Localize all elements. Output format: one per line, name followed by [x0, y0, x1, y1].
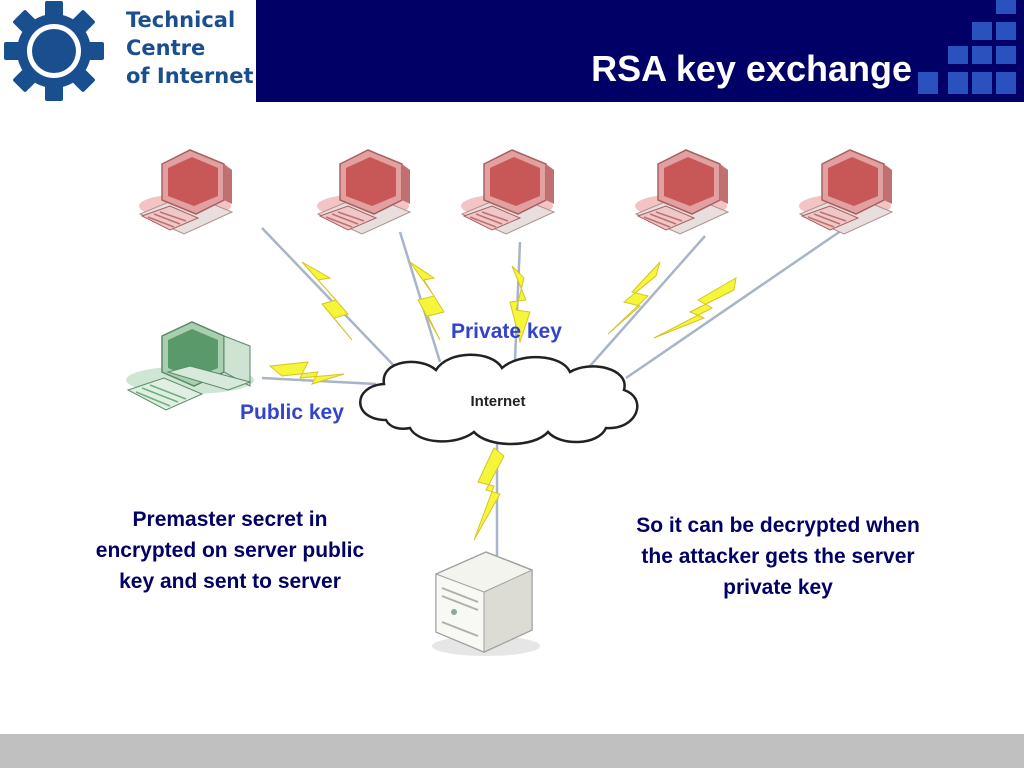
computer-icon [634, 149, 729, 235]
computer-icon [798, 149, 893, 235]
left-caption-line-1: Premaster secret in [132, 508, 328, 531]
left-caption: Premaster secret in encrypted on server … [52, 504, 408, 597]
lightning-bolt-icon [473, 447, 505, 541]
cloud-label: Internet [470, 393, 525, 410]
right-caption-line-3: private key [723, 576, 833, 599]
computer-icon [316, 149, 411, 235]
logo-text: Technical Centre of Internet [126, 6, 254, 90]
logo-line-3: of Internet [126, 64, 254, 88]
left-caption-line-2: encrypted on server public [95, 539, 365, 562]
footer-bar [0, 734, 1024, 768]
lightning-bolts [268, 261, 737, 541]
computer-icon [126, 321, 254, 411]
right-caption-line-2: the attacker gets the server [641, 545, 915, 568]
logo: Technical Centre of Internet [0, 0, 256, 102]
decorative-squares-icon [918, 0, 1016, 94]
left-caption-line-3: key and sent to server [119, 570, 341, 593]
server-icon [432, 551, 540, 656]
slide-title: RSA key exchange [591, 48, 912, 89]
computer-icon [460, 149, 555, 235]
logo-line-1: Technical [126, 8, 236, 32]
lightning-bolt-icon [301, 261, 353, 341]
client-computers [138, 149, 893, 235]
lightning-bolt-icon [607, 261, 661, 335]
lightning-bolt-icon [268, 361, 345, 385]
right-caption-line-1: So it can be decrypted when [636, 514, 920, 537]
gear-icon [4, 1, 104, 101]
header-bar: Technical Centre of Internet RSA key exc… [0, 0, 1024, 102]
cloud-icon [359, 353, 639, 446]
lightning-bolt-icon [509, 265, 531, 344]
private-key-label: Private key [451, 320, 562, 343]
right-caption: So it can be decrypted when the attacker… [586, 510, 970, 603]
computer-icon [138, 149, 233, 235]
public-key-label: Public key [240, 401, 344, 424]
logo-line-2: Centre [126, 36, 206, 60]
lightning-bolt-icon [409, 261, 445, 341]
lightning-bolt-icon [653, 277, 737, 339]
network-diagram: Internet [126, 149, 893, 656]
